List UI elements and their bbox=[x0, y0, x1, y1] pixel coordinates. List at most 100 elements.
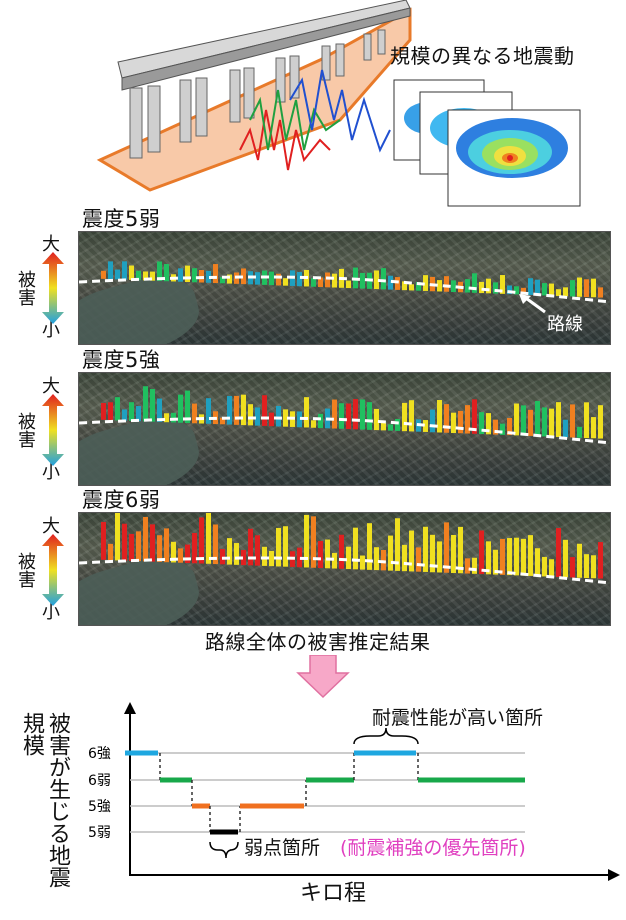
gradient-arrow-icon bbox=[42, 252, 64, 324]
scale-label: 被害 bbox=[15, 270, 36, 306]
panel-title-1: 震度5弱 bbox=[82, 207, 161, 231]
damage-bar bbox=[430, 534, 435, 573]
damage-bar bbox=[199, 517, 204, 564]
damage-bar bbox=[430, 409, 435, 433]
damage-bar bbox=[178, 548, 183, 563]
damage-bar bbox=[136, 531, 141, 562]
damage-bar bbox=[332, 552, 337, 569]
scale-small: 小 bbox=[42, 602, 60, 623]
damage-bar bbox=[423, 275, 428, 291]
damage-bar bbox=[353, 527, 358, 570]
damage-bar bbox=[255, 535, 260, 566]
brace-high bbox=[353, 727, 419, 745]
damage-bar bbox=[276, 405, 281, 427]
damage-bar bbox=[465, 279, 470, 293]
damage-bar bbox=[402, 402, 407, 432]
scale-label: 被害 bbox=[15, 412, 36, 448]
damage-bar bbox=[542, 556, 547, 577]
damage-panel-3 bbox=[78, 512, 611, 626]
damage-bars-1 bbox=[79, 261, 610, 304]
damage-bar bbox=[381, 422, 386, 431]
damage-bars-3 bbox=[79, 513, 610, 585]
damage-bar bbox=[136, 406, 141, 422]
x-axis-arrow bbox=[608, 869, 620, 881]
damage-bar bbox=[465, 558, 470, 574]
damage-bar bbox=[507, 417, 512, 436]
route-line bbox=[79, 416, 610, 445]
damage-bar bbox=[521, 287, 526, 295]
damage-bar bbox=[444, 404, 449, 433]
damage-bar bbox=[493, 282, 498, 294]
damage-bar bbox=[234, 543, 239, 565]
damage-bar bbox=[584, 279, 589, 298]
damage-bar bbox=[591, 417, 596, 439]
damage-bar bbox=[409, 530, 414, 572]
gradient-arrow-icon bbox=[42, 394, 64, 466]
brace-weak bbox=[209, 841, 239, 859]
damage-bar bbox=[164, 528, 169, 563]
damage-bar bbox=[521, 405, 526, 436]
damage-bar bbox=[129, 402, 134, 421]
damage-bar bbox=[297, 272, 302, 287]
down-arrow-icon bbox=[296, 655, 350, 699]
damage-bar bbox=[171, 412, 176, 423]
gradient-arrow-icon bbox=[42, 534, 64, 606]
damage-bar bbox=[220, 549, 225, 565]
damage-bar bbox=[122, 523, 127, 561]
damage-bar bbox=[535, 279, 540, 296]
damage-bar bbox=[150, 271, 155, 281]
panel-title-3: 震度6弱 bbox=[82, 488, 161, 512]
damage-bar bbox=[241, 268, 246, 285]
damage-bar bbox=[269, 550, 274, 567]
y-axis-arrow bbox=[124, 702, 136, 714]
damage-bar bbox=[437, 541, 442, 573]
damage-bar bbox=[598, 287, 603, 298]
damage-bar bbox=[269, 412, 274, 427]
damage-bar bbox=[122, 261, 127, 280]
damage-bar bbox=[108, 261, 113, 280]
damage-bar bbox=[500, 423, 505, 435]
damage-bar bbox=[227, 274, 232, 284]
damage-bar bbox=[549, 283, 554, 296]
damage-bar bbox=[374, 270, 379, 290]
damage-bar bbox=[486, 413, 491, 435]
scale-big: 大 bbox=[42, 234, 60, 255]
damage-bar bbox=[255, 407, 260, 426]
damage-bar bbox=[122, 409, 127, 421]
damage-bar bbox=[311, 420, 316, 428]
damage-bar bbox=[276, 527, 281, 567]
damage-bar bbox=[528, 535, 533, 576]
damage-bar bbox=[206, 513, 211, 564]
damage-bar bbox=[563, 419, 568, 438]
damage-scale-2: 大 小 被害 bbox=[8, 372, 68, 484]
damage-bar bbox=[241, 394, 246, 426]
damage-bar bbox=[157, 398, 162, 422]
seismic-maps bbox=[393, 79, 581, 207]
damage-bar bbox=[311, 278, 316, 287]
damage-bar bbox=[143, 271, 148, 281]
damage-bar bbox=[325, 539, 330, 569]
damage-bar bbox=[136, 270, 141, 281]
damage-bar bbox=[325, 272, 330, 288]
damage-bar bbox=[521, 538, 526, 576]
damage-bar bbox=[157, 535, 162, 562]
damage-bar bbox=[304, 514, 309, 568]
damage-bar bbox=[101, 402, 106, 420]
damage-bar bbox=[388, 535, 393, 571]
route-arrow-icon bbox=[519, 294, 546, 314]
damage-bar bbox=[493, 419, 498, 435]
damage-bar bbox=[297, 547, 302, 568]
scale-small: 小 bbox=[42, 462, 60, 483]
damage-bar bbox=[570, 404, 575, 438]
damage-bar bbox=[542, 407, 547, 437]
damage-bar bbox=[318, 277, 323, 288]
y-tick-label: 6弱 bbox=[88, 773, 111, 789]
damage-bar bbox=[311, 516, 316, 568]
scale-small: 小 bbox=[42, 320, 60, 341]
damage-bar bbox=[570, 280, 575, 297]
viaduct-illustration bbox=[96, 0, 412, 192]
damage-bar bbox=[570, 557, 575, 578]
damage-bar bbox=[374, 408, 379, 431]
y-tick-label: 5強 bbox=[88, 799, 111, 815]
route-line bbox=[79, 275, 610, 304]
